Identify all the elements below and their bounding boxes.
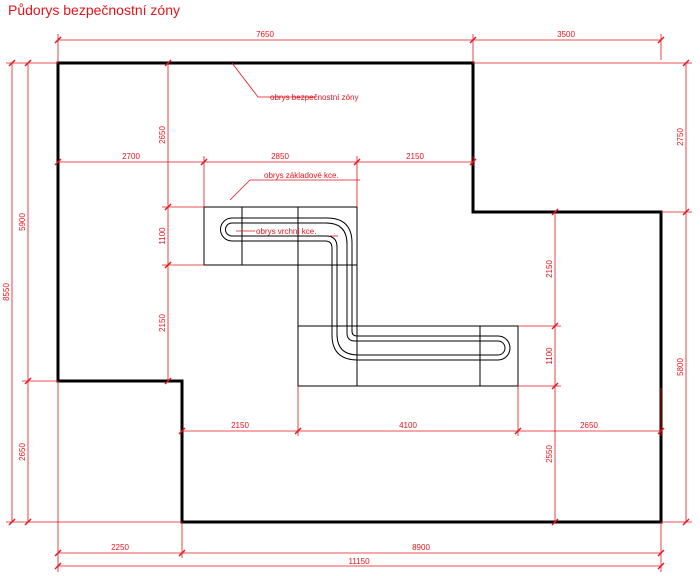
- dim-top-left: 7650: [256, 30, 274, 39]
- dim-left-upper: 5900: [18, 213, 27, 231]
- dimensions: [6, 34, 692, 572]
- callout-base-structure: obrys základové kce.: [264, 171, 339, 180]
- dim-right-1100: 1100: [545, 347, 554, 365]
- dim-inner-2150: 2150: [158, 314, 167, 332]
- dim-right-2550: 2550: [545, 445, 554, 463]
- page-title: Půdorys bezpečnostní zóny: [8, 2, 180, 18]
- dim-top-right: 3500: [557, 30, 575, 39]
- dim-right-top: 2750: [676, 128, 685, 146]
- dim-right-2150: 2150: [545, 260, 554, 278]
- base-structure: [203, 206, 519, 387]
- dim-left-lower: 2650: [18, 443, 27, 461]
- dim-bottom-left: 2250: [111, 543, 129, 552]
- callout-zone-outline: obrys bezpečnostní zóny: [270, 93, 359, 102]
- dim-mid-center: 2850: [271, 152, 289, 161]
- dim-inner-top: 2650: [158, 126, 167, 144]
- dim-bottom-total: 11150: [348, 557, 370, 566]
- dim-low-right: 2650: [580, 421, 598, 430]
- top-structure: [220, 217, 511, 361]
- dim-low-center: 4100: [399, 421, 417, 430]
- dimension-ticks: [8, 36, 690, 570]
- dim-mid-left: 2700: [122, 152, 140, 161]
- dim-right-lower: 5800: [676, 358, 685, 376]
- dim-inner-1100: 1100: [158, 227, 167, 245]
- dim-mid-right: 2150: [406, 152, 424, 161]
- dim-bottom-right: 8900: [412, 543, 430, 552]
- dim-left-total: 8550: [2, 283, 11, 301]
- dim-low-left: 2150: [231, 421, 249, 430]
- safety-zone-outline: [56, 61, 663, 524]
- callout-top-structure: obrys vrchní kce.: [256, 227, 316, 236]
